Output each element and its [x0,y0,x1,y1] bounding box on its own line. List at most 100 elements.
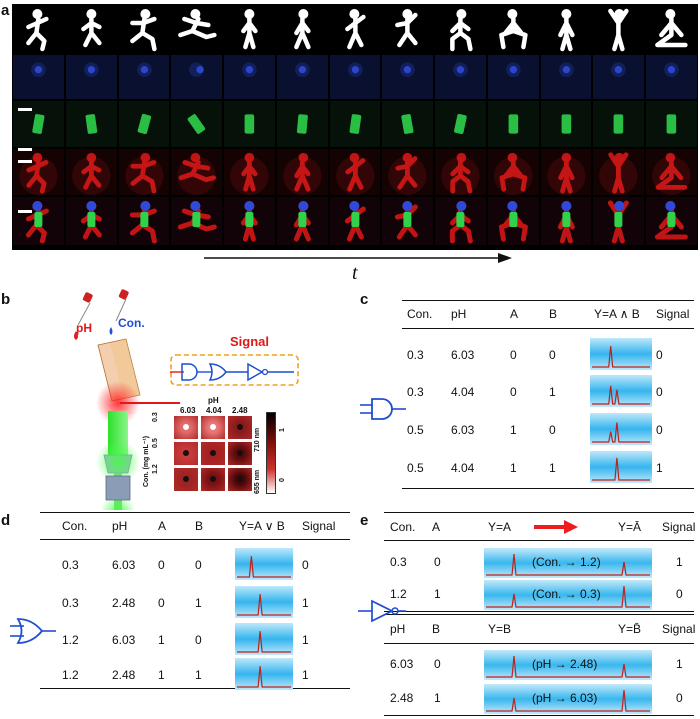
heatmap-cell [228,468,252,491]
table-cell: 0.5 [407,461,424,475]
pose-icon-row-cell [540,5,592,53]
merged-row-cell [224,197,275,245]
table-cell: 1 [195,596,202,610]
table-cell: 0 [510,348,517,362]
table-header-0: pH [390,622,406,636]
scale-bar [18,148,32,151]
pipette-icon [77,289,129,326]
red-channel-row-cell [646,149,697,195]
table-header-4: Signal [662,520,696,534]
table-header-0: Con. [407,307,433,321]
table-header-1: pH [112,519,128,533]
pose-icon-row-cell [276,5,328,53]
heatmap-con-tick-3: 1.2 [152,464,159,474]
table-header-4: Y=A ∧ B [594,307,640,321]
table-header-2: A [158,519,167,533]
table-cell: 1 [158,633,165,647]
not-gate-icon [358,599,406,623]
red-channel-row-cell [224,149,275,195]
table-cell: 1.2 [62,668,79,682]
table-cell: 0 [434,555,441,569]
heatmap-spot [183,476,189,482]
table-cell: 1 [434,691,441,705]
heatmap-cell [174,468,198,491]
table-cell: 1 [656,461,663,475]
red-channel-row-cell [382,149,434,195]
spectrum-transition-box: (Con. → 1.2) [484,548,652,578]
green-channel-row-cell [224,101,275,147]
table-cell: 1 [158,668,165,682]
spectrum-transition-box: (pH → 2.48) [484,650,652,680]
table-bottom-rule [402,488,694,489]
table-cell: 0.5 [407,423,424,437]
pose-icon-row-cell [487,5,539,53]
pose-icon-row-cell [646,5,697,53]
table-cell: 1 [549,385,556,399]
wavelength-710: 710 nm [254,427,261,452]
table-cell: 1 [676,657,683,671]
heatmap-grid [174,416,254,492]
table-cell: 2.48 [112,596,136,610]
red-channel-row-cell [329,149,381,195]
table-cell: 0 [549,348,556,362]
heatmap-ph-title: pH [208,396,219,405]
con-label: Con. [118,316,145,330]
table-top-rule [40,512,350,513]
and-gate-icon [360,398,406,420]
light-source [96,440,140,501]
table-cell: 0 [434,657,441,671]
heatmap-spot [183,424,189,430]
table-header-rule [402,328,694,329]
table-top-rule [384,512,694,513]
merged-row-cell [487,197,539,245]
logic-circuit [170,354,299,386]
panel-label-b: b [1,291,11,308]
green-channel-row-cell [118,101,170,147]
ph-label: pH [76,321,92,335]
scale-bar [18,210,32,213]
merged-row-cell [329,197,381,245]
green-channel-row-cell [276,101,328,147]
red-channel-row-cell [540,149,592,195]
pose-icon-row-cell [13,5,64,53]
pose-icon-row-cell [118,5,170,53]
blue-channel-row-cell [382,55,434,99]
table-header-5: Signal [656,307,690,321]
table-cell: 0 [302,558,309,572]
table-cell: 0.3 [62,596,79,610]
table-cell: 2.48 [112,668,136,682]
pose-icon-row-cell [224,5,275,53]
green-channel-row-cell [171,101,223,147]
table-cell: 6.03 [451,348,475,362]
pose-icon-row-cell [435,5,486,53]
blue-channel-row-cell [276,55,328,99]
red-channel-row-cell [118,149,170,195]
red-channel-row-cell [593,149,645,195]
blue-channel-row-cell [540,55,592,99]
heatmap-spot [237,450,243,456]
table-cell: 0.3 [407,348,424,362]
heatmap-cell [228,416,252,439]
heatmap-cell [174,442,198,465]
pose-icon-row-cell [171,5,223,53]
heatmap-ph-tick-1: 6.03 [180,406,196,415]
red-channel-row-cell [65,149,117,195]
table-cell: 0 [549,423,556,437]
heatmap-cell [201,468,225,491]
heatmap-con-tick-2: 0.5 [152,438,159,448]
green-channel-row-cell [435,101,486,147]
table-cell: 1 [195,668,202,682]
table-cell: 0 [158,558,165,572]
colorbar-tick-0: 0 [279,478,286,482]
wavelength-655: 655 nm [254,469,261,494]
spectrum-transition-box: (Con. → 0.3) [484,580,652,610]
table-header-3: Y=Ā [618,520,642,534]
colorbar-tick-1: 1 [279,428,286,432]
table-mid-rule [384,614,694,615]
table-cell: 6.03 [112,633,136,647]
merged-row-cell [65,197,117,245]
heatmap-cell [201,416,225,439]
green-channel-row-cell [540,101,592,147]
blue-channel-row-cell [593,55,645,99]
red-channel-row-cell [487,149,539,195]
